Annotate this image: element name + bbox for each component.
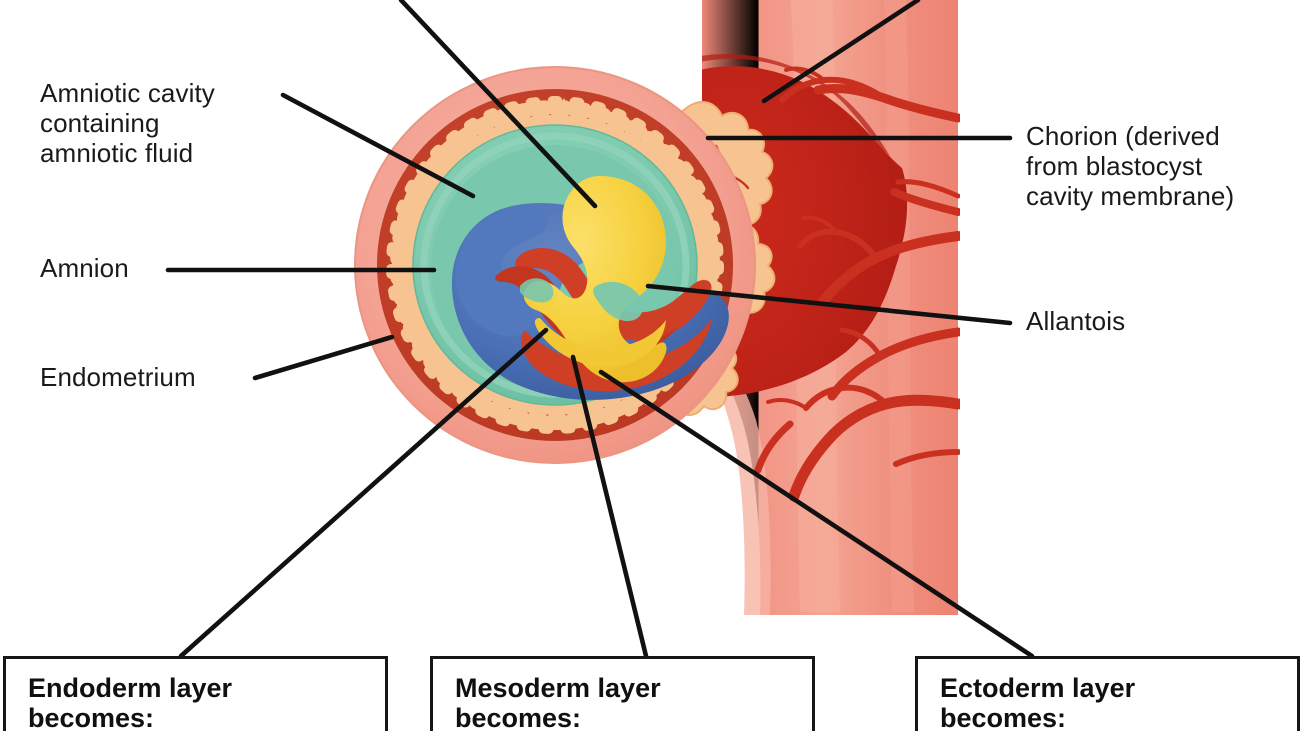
label-allantois: Allantois: [1026, 306, 1126, 336]
embryo: [451, 176, 729, 400]
leader-ectoderm: [598, 369, 1035, 659]
label-chorion: Chorion (derived from blastocyst cavity …: [1026, 121, 1235, 212]
leader-lines: [165, 0, 1035, 659]
ectoderm-box-title: Ectoderm layer becomes:: [940, 673, 1136, 731]
leader-amniotic-cavity: [280, 92, 476, 199]
ectoderm-layer-box: Ectoderm layer becomes:: [915, 656, 1300, 731]
blood-vessels: [754, 66, 960, 502]
label-amniotic-cavity: Amniotic cavity containing amniotic flui…: [40, 78, 215, 169]
endoderm-layer-box: Endoderm layer becomes:: [3, 656, 388, 731]
endoderm-box-title: Endoderm layer becomes:: [28, 673, 233, 731]
mesoderm-layer-box: Mesoderm layer becomes:: [430, 656, 815, 731]
leader-allantois: [645, 283, 1013, 326]
leader-endoderm: [178, 327, 549, 659]
leader-mesoderm: [570, 354, 649, 659]
leader-yolk-sac-top: [398, 0, 598, 209]
leader-endometrium: [252, 334, 395, 381]
mesoderm-box-title: Mesoderm layer becomes:: [455, 673, 661, 731]
leader-placenta-top: [761, 0, 921, 104]
label-endometrium: Endometrium: [40, 362, 196, 392]
label-amnion: Amnion: [40, 253, 129, 283]
